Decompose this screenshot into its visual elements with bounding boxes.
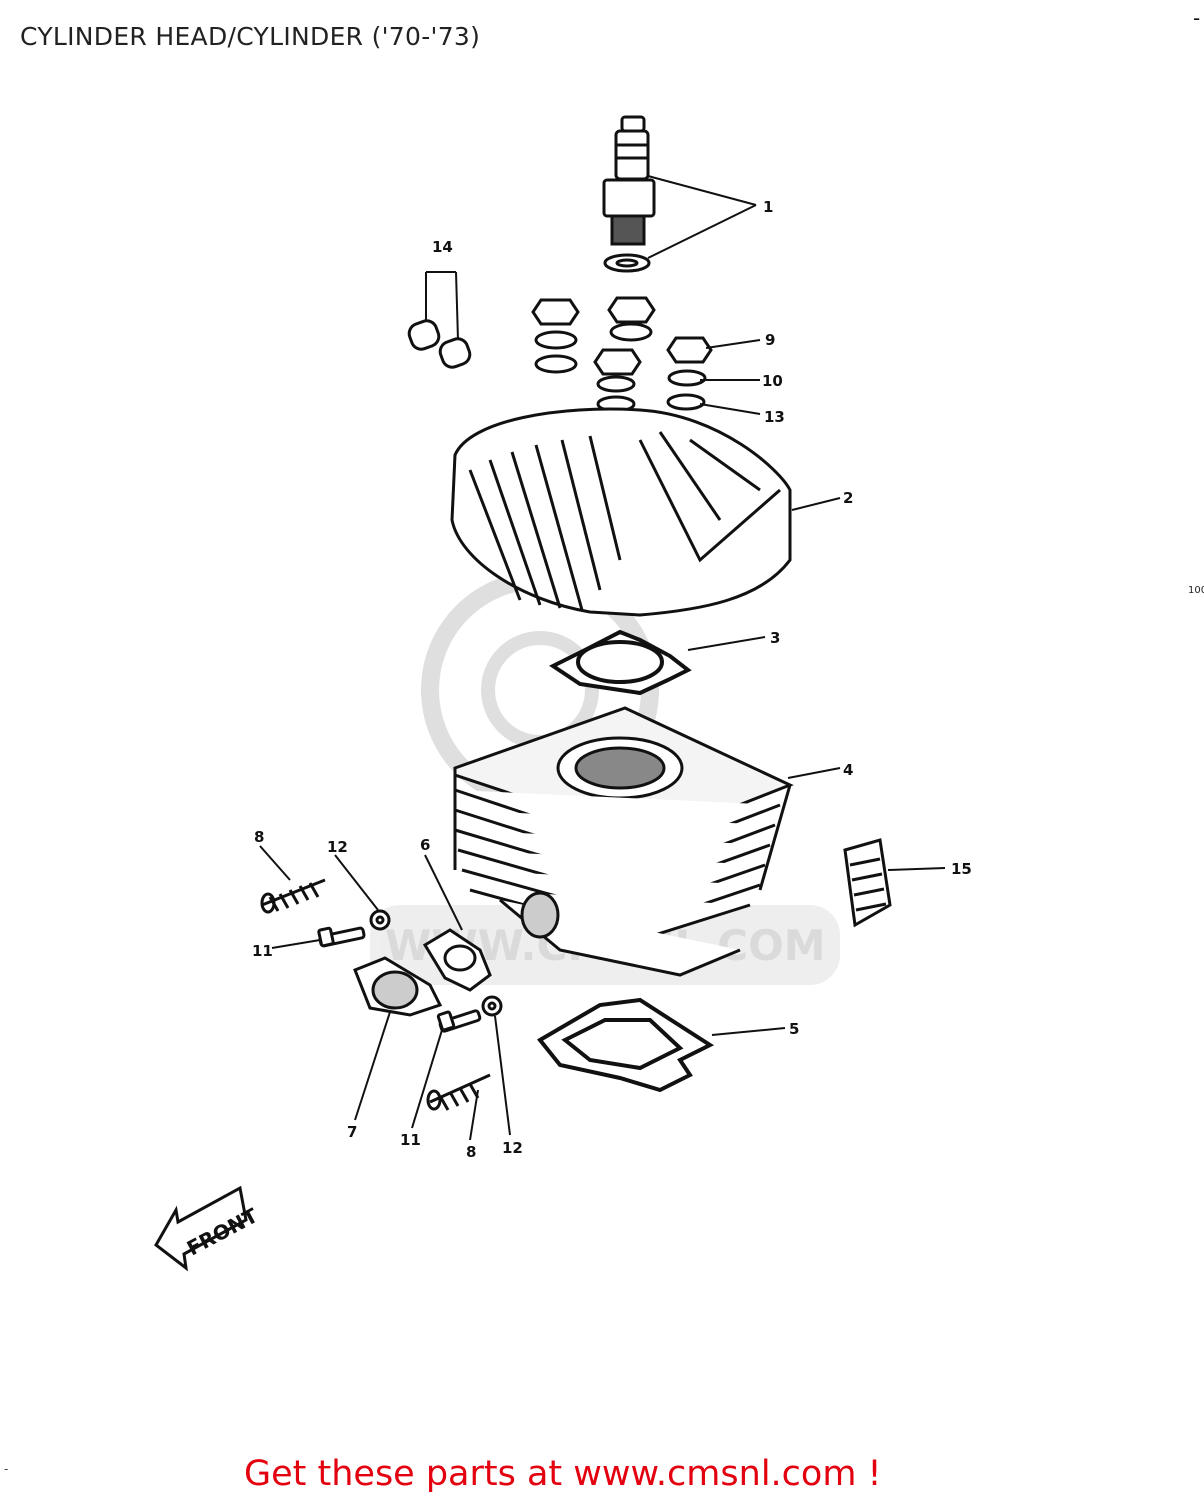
damper-rubber [843, 838, 892, 928]
callout-3: 3 [770, 629, 780, 647]
page-title: CYLINDER HEAD/CYLINDER ('70-'73) [20, 22, 481, 51]
callout-9: 9 [765, 331, 775, 349]
head-gasket [549, 629, 692, 696]
callout-7: 7 [347, 1123, 357, 1141]
callout-6: 6 [420, 836, 430, 854]
callout-13: 13 [764, 408, 785, 426]
corner-mark: - [1193, 6, 1201, 30]
callout-8-lower: 8 [466, 1143, 476, 1161]
callout-labels: 1 14 9 10 13 2 3 4 8 12 6 15 11 5 7 11 8… [252, 198, 972, 1161]
leader-lines [259, 175, 946, 1141]
callout-4: 4 [843, 761, 853, 779]
callout-12-upper: 12 [327, 838, 348, 856]
callout-11-lower: 11 [400, 1131, 421, 1149]
side-page-number: 100 [1188, 585, 1204, 596]
callout-15: 15 [951, 860, 972, 878]
callout-10: 10 [762, 372, 783, 390]
rubber-caps [407, 319, 472, 369]
base-gasket [536, 997, 715, 1093]
nuts-and-washers [531, 296, 713, 413]
callout-2: 2 [843, 489, 853, 507]
callout-1: 1 [763, 198, 773, 216]
callout-14: 14 [432, 238, 453, 256]
bolts-and-washers [317, 909, 503, 1033]
springs [260, 878, 491, 1111]
page-mark: - [4, 1462, 9, 1476]
footer-link[interactable]: Get these parts at www.cmsnl.com ! [244, 1454, 882, 1494]
callout-12-lower: 12 [502, 1139, 523, 1157]
cylinder-head [450, 407, 792, 617]
front-arrow: FRONT [154, 1185, 262, 1272]
intake-manifold [353, 928, 492, 1017]
cylinder-block [453, 706, 794, 977]
callout-8-upper: 8 [254, 828, 264, 846]
callout-5: 5 [789, 1020, 799, 1038]
spark-plug [602, 115, 656, 273]
callout-11-upper: 11 [252, 942, 273, 960]
parts-diagram: WWW.CMSNL.COM [154, 115, 972, 1272]
